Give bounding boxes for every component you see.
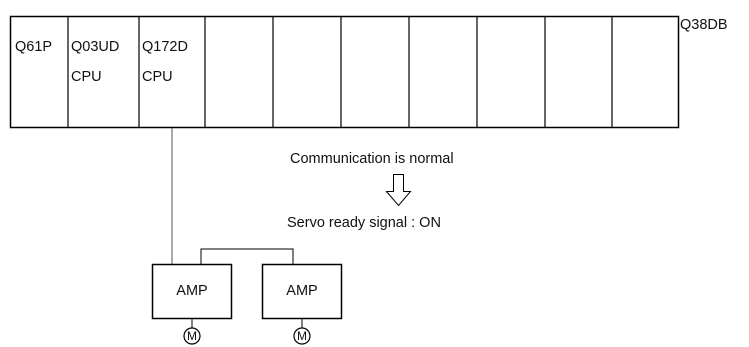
base-unit-frame <box>9 15 680 129</box>
amp-1-label: AMP <box>176 283 208 299</box>
motor-2-label: M <box>297 329 307 343</box>
down-arrow-icon <box>385 174 412 207</box>
slot-2-line2: CPU <box>71 69 102 85</box>
slot-3-label: Q172D CPU <box>142 25 188 100</box>
slot-1-line1: Q61P <box>15 39 53 55</box>
slot-3-line1: Q172D <box>142 39 188 55</box>
slot-3-line2: CPU <box>142 69 173 85</box>
slot-2-label: Q03UD CPU <box>71 25 119 100</box>
motor-2-symbol <box>293 327 311 345</box>
slot-2-line1: Q03UD <box>71 39 120 55</box>
slot-dividers <box>67 17 613 127</box>
motor-1-symbol <box>183 327 201 345</box>
servo-ready-status: Servo ready signal : ON <box>287 215 441 231</box>
amp-link-cable <box>200 248 294 264</box>
amp-2-label: AMP <box>286 283 318 299</box>
amp-box-1 <box>151 263 233 320</box>
slot-1-label: Q61P <box>15 25 52 85</box>
motor-1-label: M <box>187 329 197 343</box>
base-unit-label: Q38DB <box>680 17 728 33</box>
communication-status: Communication is normal <box>290 151 454 167</box>
amp-box-2 <box>261 263 343 320</box>
